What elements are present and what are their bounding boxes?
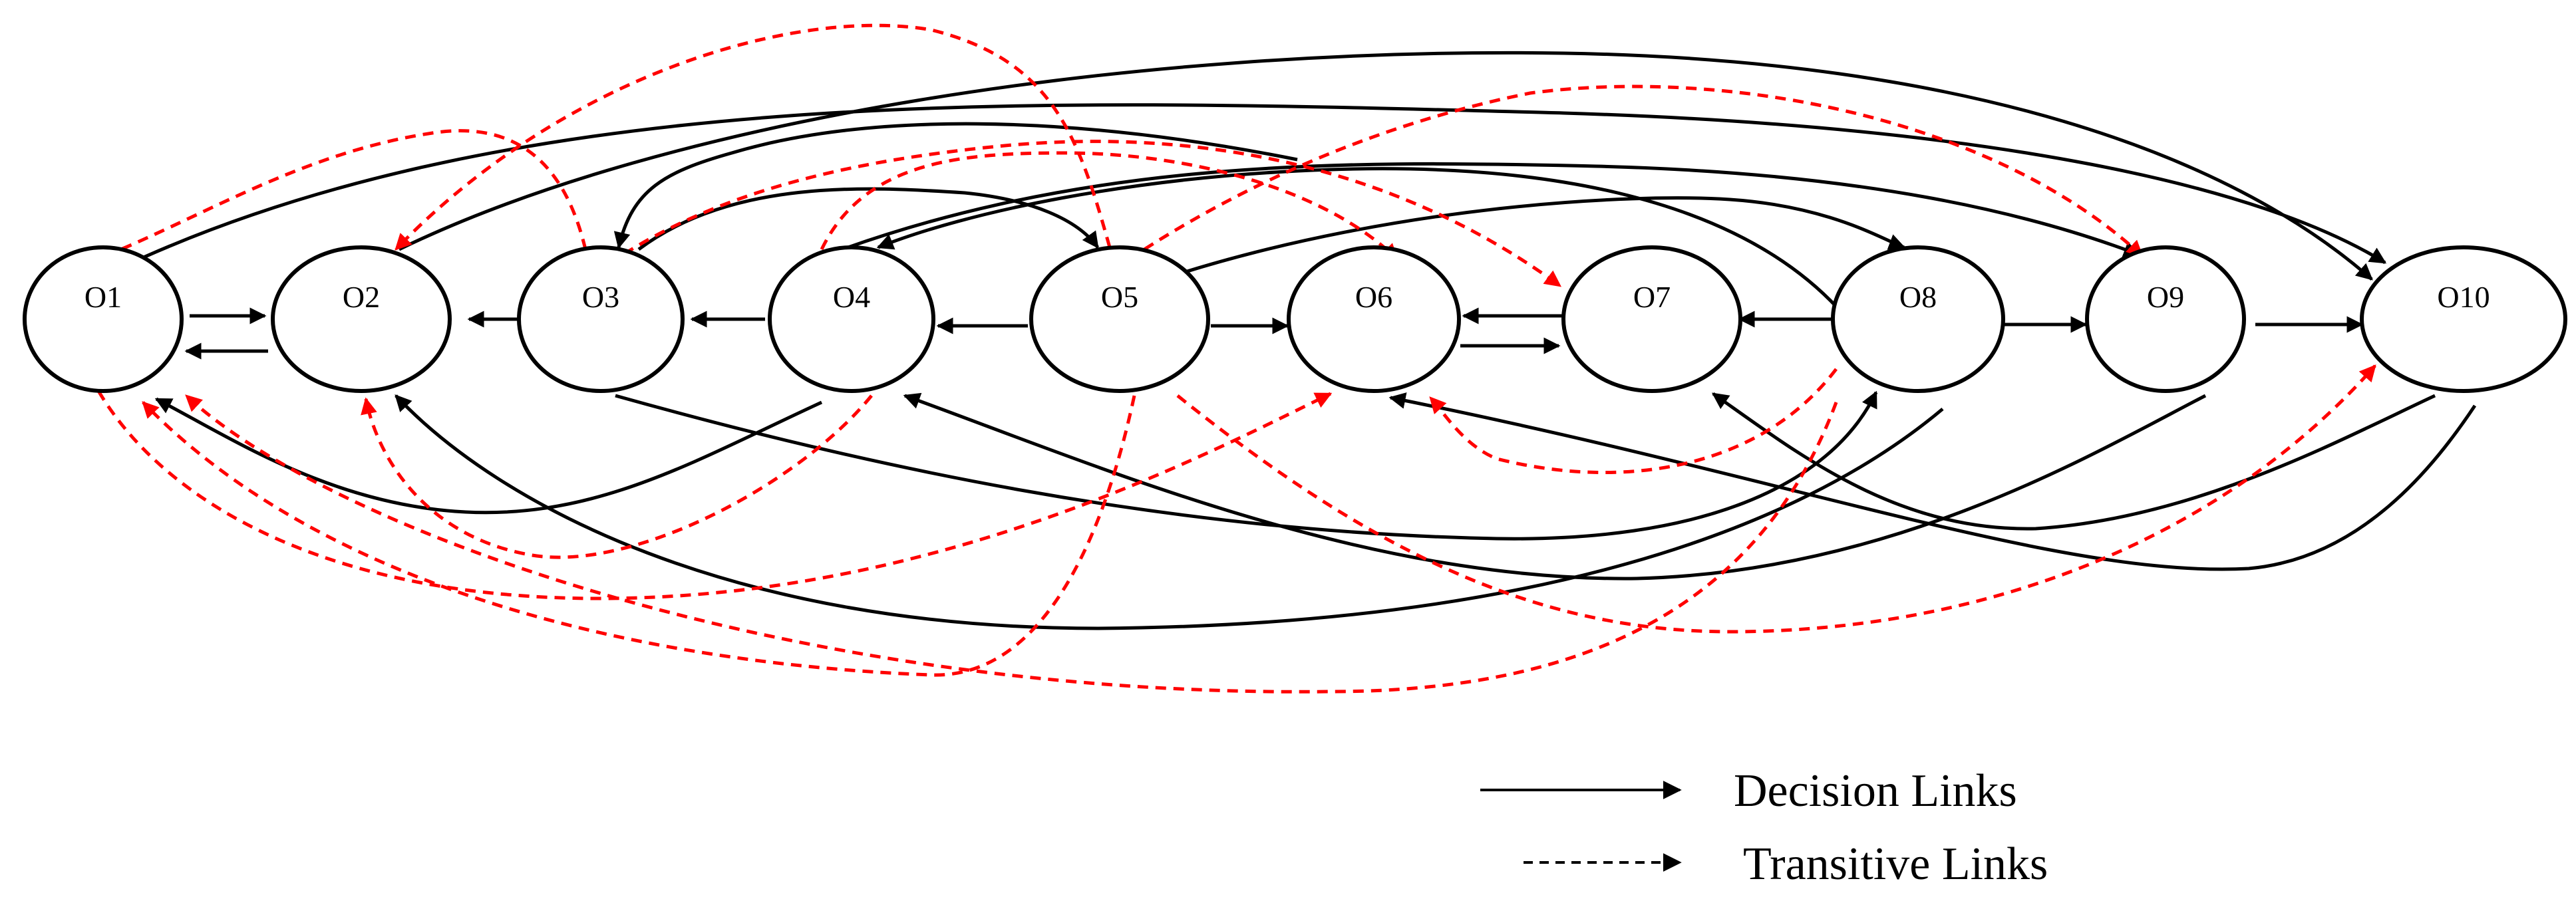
node-o10: O10 <box>2360 245 2567 393</box>
node-o2: O2 <box>271 245 452 393</box>
node-label: O6 <box>1355 280 1392 314</box>
node-o4: O4 <box>768 245 935 393</box>
transitive-link-o5-to-o9 <box>1143 84 2144 257</box>
decision-link-o9-to-o4 <box>903 392 2207 581</box>
node-label: O7 <box>1633 280 1671 314</box>
node-ellipse <box>2360 245 2567 393</box>
legend-transitive-label: Transitive Links <box>1743 839 2048 890</box>
nodes-layer: O1 O2 O3 O4 O5 O6 O7 O8 O9 O10 <box>23 245 2567 393</box>
legend: Decision Links Transitive Links <box>1480 765 2048 890</box>
node-ellipse <box>2085 245 2246 393</box>
node-ellipse <box>271 245 452 393</box>
decision-link-o2-to-o10 <box>398 51 2373 281</box>
decision-link-o6-to-o3 <box>613 122 1298 249</box>
node-label: O3 <box>582 280 619 314</box>
node-o8: O8 <box>1831 245 2005 393</box>
transitive-link-o3-to-o1 <box>90 129 587 264</box>
decision-link-o4-to-o9 <box>798 162 2141 268</box>
edges-layer <box>90 23 2477 694</box>
node-label: O4 <box>833 280 870 314</box>
node-label: O1 <box>84 280 122 314</box>
node-o9: O9 <box>2085 245 2246 393</box>
node-ellipse <box>768 245 935 393</box>
node-ellipse <box>1287 245 1461 393</box>
node-o3: O3 <box>517 245 685 393</box>
node-ellipse <box>517 245 685 393</box>
node-label: O2 <box>343 280 380 314</box>
decision-link-o8-to-o4 <box>876 167 1839 309</box>
transitive-link-o5-to-o2 <box>395 23 1112 251</box>
node-label: O10 <box>2437 280 2490 314</box>
node-label: O9 <box>2147 280 2184 314</box>
decision-link-o10-to-o6 <box>1388 392 2477 571</box>
legend-decision-label: Decision Links <box>1734 765 2017 817</box>
transitive-link-o8-to-o1 <box>185 394 1838 694</box>
transitive-link-o5-to-o1 <box>142 395 1136 677</box>
transitive-link-o4-to-o6 <box>820 151 1398 261</box>
transitive-link-o3-to-o7 <box>623 140 1562 288</box>
node-o5: O5 <box>1029 245 1210 393</box>
node-ellipse <box>1029 245 1210 393</box>
decision-link-o3-to-o8 <box>615 390 1878 541</box>
decision-link-o5-to-o8 <box>1182 196 1906 275</box>
node-o7: O7 <box>1561 245 1742 393</box>
node-ellipse <box>23 245 184 393</box>
node-label: O8 <box>1899 280 1937 314</box>
decision-link-o1-to-o10 <box>130 103 2387 265</box>
decision-link-o10-to-o7 <box>1711 392 2436 531</box>
decision-link-o8-to-o2 <box>395 394 1944 630</box>
node-ellipse <box>1561 245 1742 393</box>
node-o6: O6 <box>1287 245 1461 393</box>
node-label: O5 <box>1101 280 1138 314</box>
decision-link-o3-to-o5 <box>637 187 1100 251</box>
transitive-link-o5-to-o10 <box>1176 364 2376 634</box>
decision-link-o4-to-o1 <box>154 397 823 515</box>
node-o1: O1 <box>23 245 184 393</box>
node-ellipse <box>1831 245 2005 393</box>
transitive-link-o4-to-o2 <box>361 394 873 559</box>
